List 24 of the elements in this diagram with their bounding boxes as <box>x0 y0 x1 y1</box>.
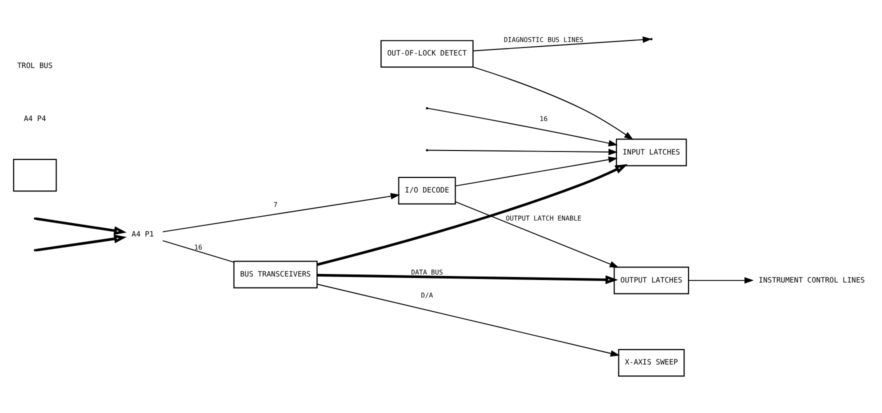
arrow <box>36 217 127 235</box>
arrow <box>36 234 127 252</box>
label: A4 P4 <box>24 114 46 124</box>
connector <box>162 240 234 263</box>
node-text: INSTRUMENT CONTROL LINES <box>758 275 865 284</box>
node-text: A4 P1 <box>132 230 154 239</box>
arrow <box>316 284 620 357</box>
arrow <box>688 277 754 284</box>
arrow <box>162 193 400 232</box>
arrow <box>455 201 619 268</box>
arrow <box>317 274 618 284</box>
arrow <box>427 108 618 146</box>
node-box <box>13 158 57 192</box>
node-box: OUTPUT LATCHES <box>614 266 690 294</box>
node-box: BUS TRANSCEIVERS <box>233 260 318 288</box>
arrow <box>455 156 618 186</box>
arrow <box>427 148 618 156</box>
node-box: X-AXIS SWEEP <box>618 349 685 377</box>
node-box: I/O DECODE <box>398 176 456 204</box>
node-box: OUT-OF-LOCK DETECT <box>380 40 474 68</box>
arrow <box>316 164 628 266</box>
node-box: INPUT LATCHES <box>616 138 687 166</box>
arrow <box>472 66 634 140</box>
label: TROL BUS <box>17 61 53 70</box>
